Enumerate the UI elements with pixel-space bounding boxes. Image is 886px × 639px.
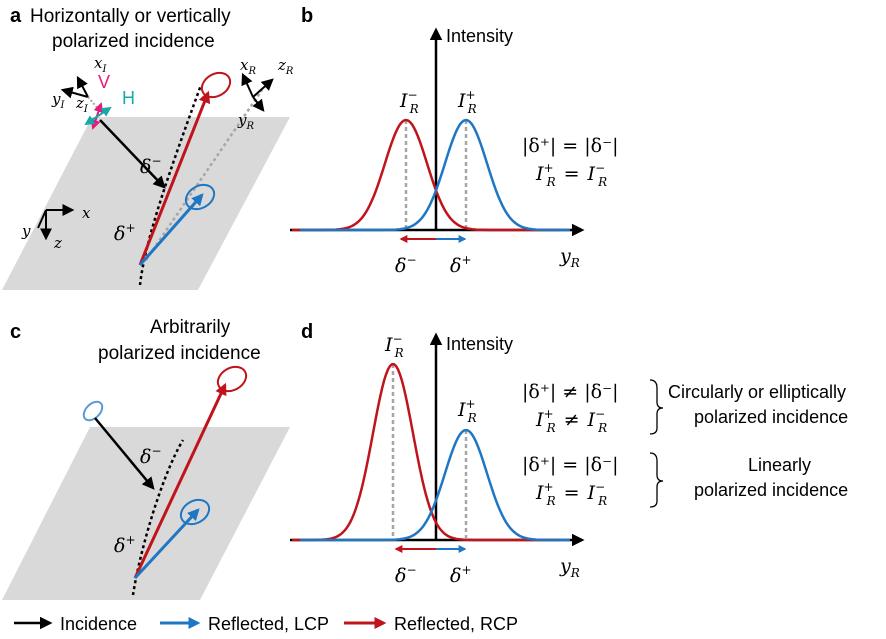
legend-lcp-label: Reflected, LCP bbox=[208, 614, 329, 634]
c-lcp-polarization-ellipse bbox=[179, 498, 211, 526]
c-incident-beam-arrow bbox=[94, 417, 155, 490]
rcp-polarization-ellipse bbox=[200, 71, 232, 99]
b-intensity-label: Intensity bbox=[446, 26, 513, 46]
b-peak-label-right: I+R bbox=[457, 88, 477, 116]
panel-c-title-line1: Arbitrarily bbox=[150, 317, 231, 338]
panel-c: c Arbitrarily polarized incidence δ− δ+ bbox=[2, 317, 290, 600]
c-reflected-rcp-arrow bbox=[133, 382, 227, 579]
legend-incidence-label: Incidence bbox=[60, 614, 137, 634]
z-r-label: zR bbox=[277, 56, 294, 77]
panel-a-title-line1: Horizontally or vertically bbox=[30, 6, 231, 27]
legend: Incidence Reflected, LCP Reflected, RCP bbox=[14, 614, 518, 634]
y-label: y bbox=[21, 222, 31, 240]
c-rcp-polarization-ellipse bbox=[216, 365, 248, 393]
d-case1-equation-shift: |δ⁺| ≠ |δ⁻| bbox=[522, 381, 619, 403]
x-i-label: xI bbox=[94, 54, 107, 75]
c-incident-polarization-ellipse bbox=[82, 400, 104, 422]
x-i-axis bbox=[76, 75, 89, 98]
h-polarization-arrow bbox=[84, 106, 112, 126]
y-i-label: yI bbox=[51, 90, 65, 111]
panel-a: a Horizontally or vertically polarized i… bbox=[2, 5, 294, 290]
y-i-axis bbox=[60, 86, 89, 99]
d-case2-label-line2: polarized incidence bbox=[694, 480, 848, 500]
reflecting-plane-c bbox=[2, 427, 290, 600]
h-label: H bbox=[122, 88, 135, 108]
d-case2-equation-intensity: I+R=I−R bbox=[535, 480, 607, 508]
d-case1-equation-intensity: I+R≠I−R bbox=[535, 407, 607, 435]
x-label: x bbox=[82, 204, 91, 222]
d-case1-label-line2: polarized incidence bbox=[694, 407, 848, 427]
y-r-label: yR bbox=[237, 111, 254, 132]
z-i-axis bbox=[87, 96, 101, 112]
delta-plus-label-c: δ+ bbox=[114, 533, 136, 557]
panel-letter-a: a bbox=[10, 5, 22, 27]
incident-beam-arrow bbox=[99, 119, 166, 189]
d-intensity-label: Intensity bbox=[446, 334, 513, 354]
z-label: z bbox=[53, 234, 62, 252]
reflected-frame: xR zR yR bbox=[237, 56, 294, 132]
reflecting-plane bbox=[2, 117, 290, 290]
panel-letter-b: b bbox=[301, 5, 313, 27]
panel-c-title-line2: polarized incidence bbox=[98, 343, 261, 364]
panel-d: d Intensity I−R I+R δ− δ+ yR |δ⁺| ≠ |δ⁻|… bbox=[290, 321, 848, 587]
d-case2-equation-shift: |δ⁺| = |δ⁻| bbox=[522, 454, 619, 476]
b-equation-shift: |δ⁺| = |δ⁻| bbox=[522, 135, 619, 157]
v-label: V bbox=[98, 72, 110, 92]
z-r-axis bbox=[252, 78, 274, 98]
c-reflected-lcp-arrow bbox=[133, 508, 200, 580]
d-case2-brace bbox=[649, 452, 664, 508]
d-curve-rcp bbox=[292, 362, 560, 542]
d-case1-label-line1: Circularly or elliptically bbox=[668, 382, 846, 402]
panel-letter-c: c bbox=[10, 321, 21, 343]
b-shift-label-left: δ− bbox=[395, 253, 417, 277]
x-r-label: xR bbox=[240, 56, 256, 77]
delta-minus-label-c: δ− bbox=[140, 444, 162, 468]
d-shift-label-right: δ+ bbox=[450, 563, 472, 587]
reflected-lcp-arrow bbox=[138, 193, 204, 266]
b-shift-label-right: δ+ bbox=[450, 253, 472, 277]
panel-letter-d: d bbox=[301, 321, 313, 343]
d-peak-label-left: I−R bbox=[384, 332, 404, 360]
delta-minus-label-a: δ− bbox=[140, 154, 162, 178]
d-shift-label-left: δ− bbox=[395, 563, 417, 587]
d-case2-label-line1: Linearly bbox=[748, 455, 811, 475]
d-peak-label-right: I+R bbox=[457, 397, 477, 425]
d-curve-lcp bbox=[300, 428, 570, 542]
lab-frame: x y z bbox=[21, 204, 91, 252]
b-peak-label-left: I−R bbox=[399, 88, 419, 116]
delta-plus-label-a: δ+ bbox=[114, 221, 136, 245]
reflected-rcp-arrow bbox=[138, 90, 211, 266]
reflected-frame-guide bbox=[144, 89, 264, 261]
y-r-axis bbox=[252, 96, 265, 112]
d-case1-brace bbox=[649, 379, 664, 435]
y-axis bbox=[37, 209, 47, 229]
panel-b: b Intensity I−R I+R δ− δ+ yR |δ⁺| = |δ⁻|… bbox=[290, 5, 619, 277]
b-curve-lcp bbox=[300, 118, 570, 232]
d-x-axis-label: yR bbox=[559, 555, 580, 580]
x-r-axis bbox=[241, 72, 254, 98]
legend-rcp-label: Reflected, RCP bbox=[394, 614, 518, 634]
lcp-polarization-ellipse bbox=[184, 183, 216, 211]
b-equation-intensity: I+R=I−R bbox=[535, 161, 607, 189]
b-x-axis-label: yR bbox=[559, 245, 580, 270]
panel-a-title-line2: polarized incidence bbox=[52, 31, 215, 52]
